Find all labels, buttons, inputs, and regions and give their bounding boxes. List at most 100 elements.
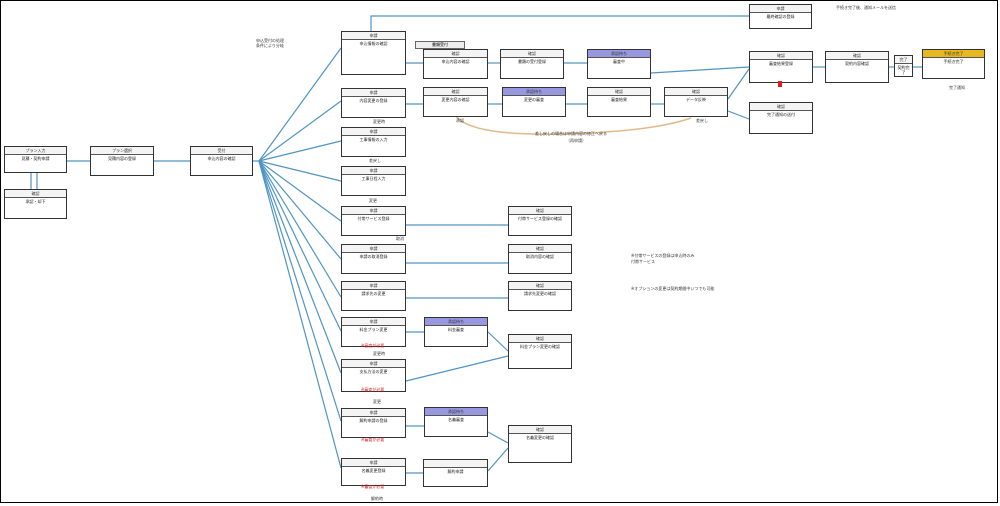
note-small1: 変更時 [373,119,385,124]
flow-node-blue1[interactable]: 承認待ち料金審査 [424,317,488,347]
flow-node-r1a[interactable]: 確認申込内容の確認 [423,49,488,79]
note-hub_note: 申込受付の処理 条件により分岐 [256,38,284,48]
node-header: 確認 [501,50,563,58]
edge [258,100,342,162]
flow-node-b10[interactable]: 申請解約申請の登録 [341,408,406,438]
node-label: 審査結果 [611,97,627,102]
flow-node-n_sub[interactable]: 確認承認・却下 [4,189,67,219]
node-label: 名義変更の確認 [526,435,554,440]
edge [487,447,509,472]
note-top_right: 手続き完了後、通知メールを送信 [836,5,896,10]
edge [487,331,509,352]
note-small4: 取消 [396,236,404,241]
flow-node-n_top[interactable]: 申請最終確認の登録 [749,4,812,29]
flow-node-b2[interactable]: 申請内容変更の登録 [341,88,406,118]
note-red4: ※審査が必要 [361,484,385,489]
node-label: 契約完了 [897,65,910,75]
node-header: 申請 [342,360,405,368]
node-label: 工事情報の入力 [359,137,388,142]
node-label: 名義変更登録 [361,468,386,473]
node-header: 申請 [342,459,405,467]
node-label: 申請の取消登録 [359,254,388,259]
node-header: 確認 [509,426,571,434]
flow-node-n_start[interactable]: プラン入力見積・契約申請 [4,146,67,173]
node-label: 書類の受付登録 [518,59,546,64]
note-small8: 承認 [456,118,464,123]
flow-node-b6[interactable]: 申請申請の取消登録 [341,244,406,274]
return-arc [455,115,692,135]
node-label: 申込情報の確認 [359,41,388,46]
flow-node-b9[interactable]: 申請支払方法の変更 [341,359,406,392]
flow-node-m3[interactable]: 確認請求先変更の確認 [508,281,572,311]
flow-node-n_step2[interactable]: プラン選択見積内容の登録 [90,146,154,176]
flow-node-blue2[interactable]: 承認待ち名義審査 [424,407,488,437]
note-small5: 変更時 [373,351,385,356]
flow-node-r1f[interactable]: 完了契約完了 [894,55,913,77]
edge [727,110,750,120]
note-small3: 変更 [369,198,377,203]
node-label: 変更の審査 [524,97,544,102]
node-header: 確認 [750,52,812,60]
edge [727,68,750,100]
node-label: 請求先変更の確認 [524,291,556,296]
edge [258,47,342,162]
node-label: 料金プラン変更の確認 [520,344,560,349]
flow-node-r1c[interactable]: 承認待ち審査中 [587,49,651,79]
doc-tag: 書類受付 [415,41,465,49]
node-label: 料金審査 [448,327,464,332]
flow-node-m5a[interactable]: 解約申請 [423,459,488,487]
node-label: 取消内容の確認 [526,254,554,259]
edge [650,66,750,74]
node-label: 内容変更の登録 [359,98,388,103]
flow-node-b4[interactable]: 申請工事日程入力 [341,166,406,196]
edge [405,355,509,382]
flow-node-b7[interactable]: 申請請求先の変更 [341,281,406,311]
node-header: 申請 [342,32,405,40]
node-header: 受付 [191,147,252,155]
edge [258,160,342,222]
flow-node-b11[interactable]: 申請名義変更登録 [341,458,406,486]
node-header [424,460,487,468]
node-header: 申請 [342,409,405,417]
edge [258,160,342,422]
node-header: 申請 [342,282,405,290]
flow-node-r1d[interactable]: 確認審査結果登録 [749,51,813,83]
node-header: 申請 [342,207,405,215]
note-red1: ※審査が必要 [361,343,385,348]
node-header: 申請 [342,89,405,97]
flow-node-b5[interactable]: 申請付帯サービス登録 [341,206,406,236]
node-label: データ反映 [686,97,706,102]
note-small6: 変更 [373,399,381,404]
flow-node-n_hub[interactable]: 受付申込内容の確認 [190,146,253,176]
flow-node-r2d[interactable]: 確認データ反映 [664,87,728,117]
flow-node-m5[interactable]: 確認名義変更の確認 [508,425,572,463]
node-header: 手続き完了 [923,50,984,58]
node-header: 確認 [826,52,888,60]
edge [258,160,342,298]
node-header: 申請 [750,5,811,13]
flow-node-r1b[interactable]: 確認書類の受付登録 [500,49,564,79]
flow-node-b3[interactable]: 申請工事情報の入力 [341,127,406,157]
flow-node-b1[interactable]: 申請申込情報の確認 [341,31,406,75]
flow-node-m1[interactable]: 確認付帯サービス登録の確認 [508,206,572,236]
flow-node-m2[interactable]: 確認取消内容の確認 [508,244,572,274]
flow-node-b8[interactable]: 申請料金プラン変更 [341,317,406,347]
flow-node-r2b[interactable]: 承認待ち変更の審査 [502,87,566,117]
edge [258,160,342,374]
flow-node-r1e[interactable]: 確認契約内容確認 [825,51,889,83]
flow-node-m4[interactable]: 確認料金プラン変更の確認 [508,334,572,369]
node-header: 確認 [509,245,571,253]
flow-node-r2e[interactable]: 確認完了通知の送付 [749,102,813,134]
edge [258,160,342,469]
node-header: プラン選択 [91,147,153,155]
flow-node-r1g[interactable]: 手続き完了手続き完了 [922,49,985,79]
flow-node-r2c[interactable]: 確認審査結果 [587,87,651,117]
node-header: 申請 [342,167,405,175]
node-label: 変更内容の確認 [441,97,470,102]
node-header: 確認 [750,103,812,111]
node-label: 支払方法の変更 [359,369,388,374]
node-header: 確認 [424,50,487,58]
note-mid_note2: 付帯サービス [631,259,655,264]
flow-node-r2a[interactable]: 確認変更内容の確認 [423,87,488,117]
